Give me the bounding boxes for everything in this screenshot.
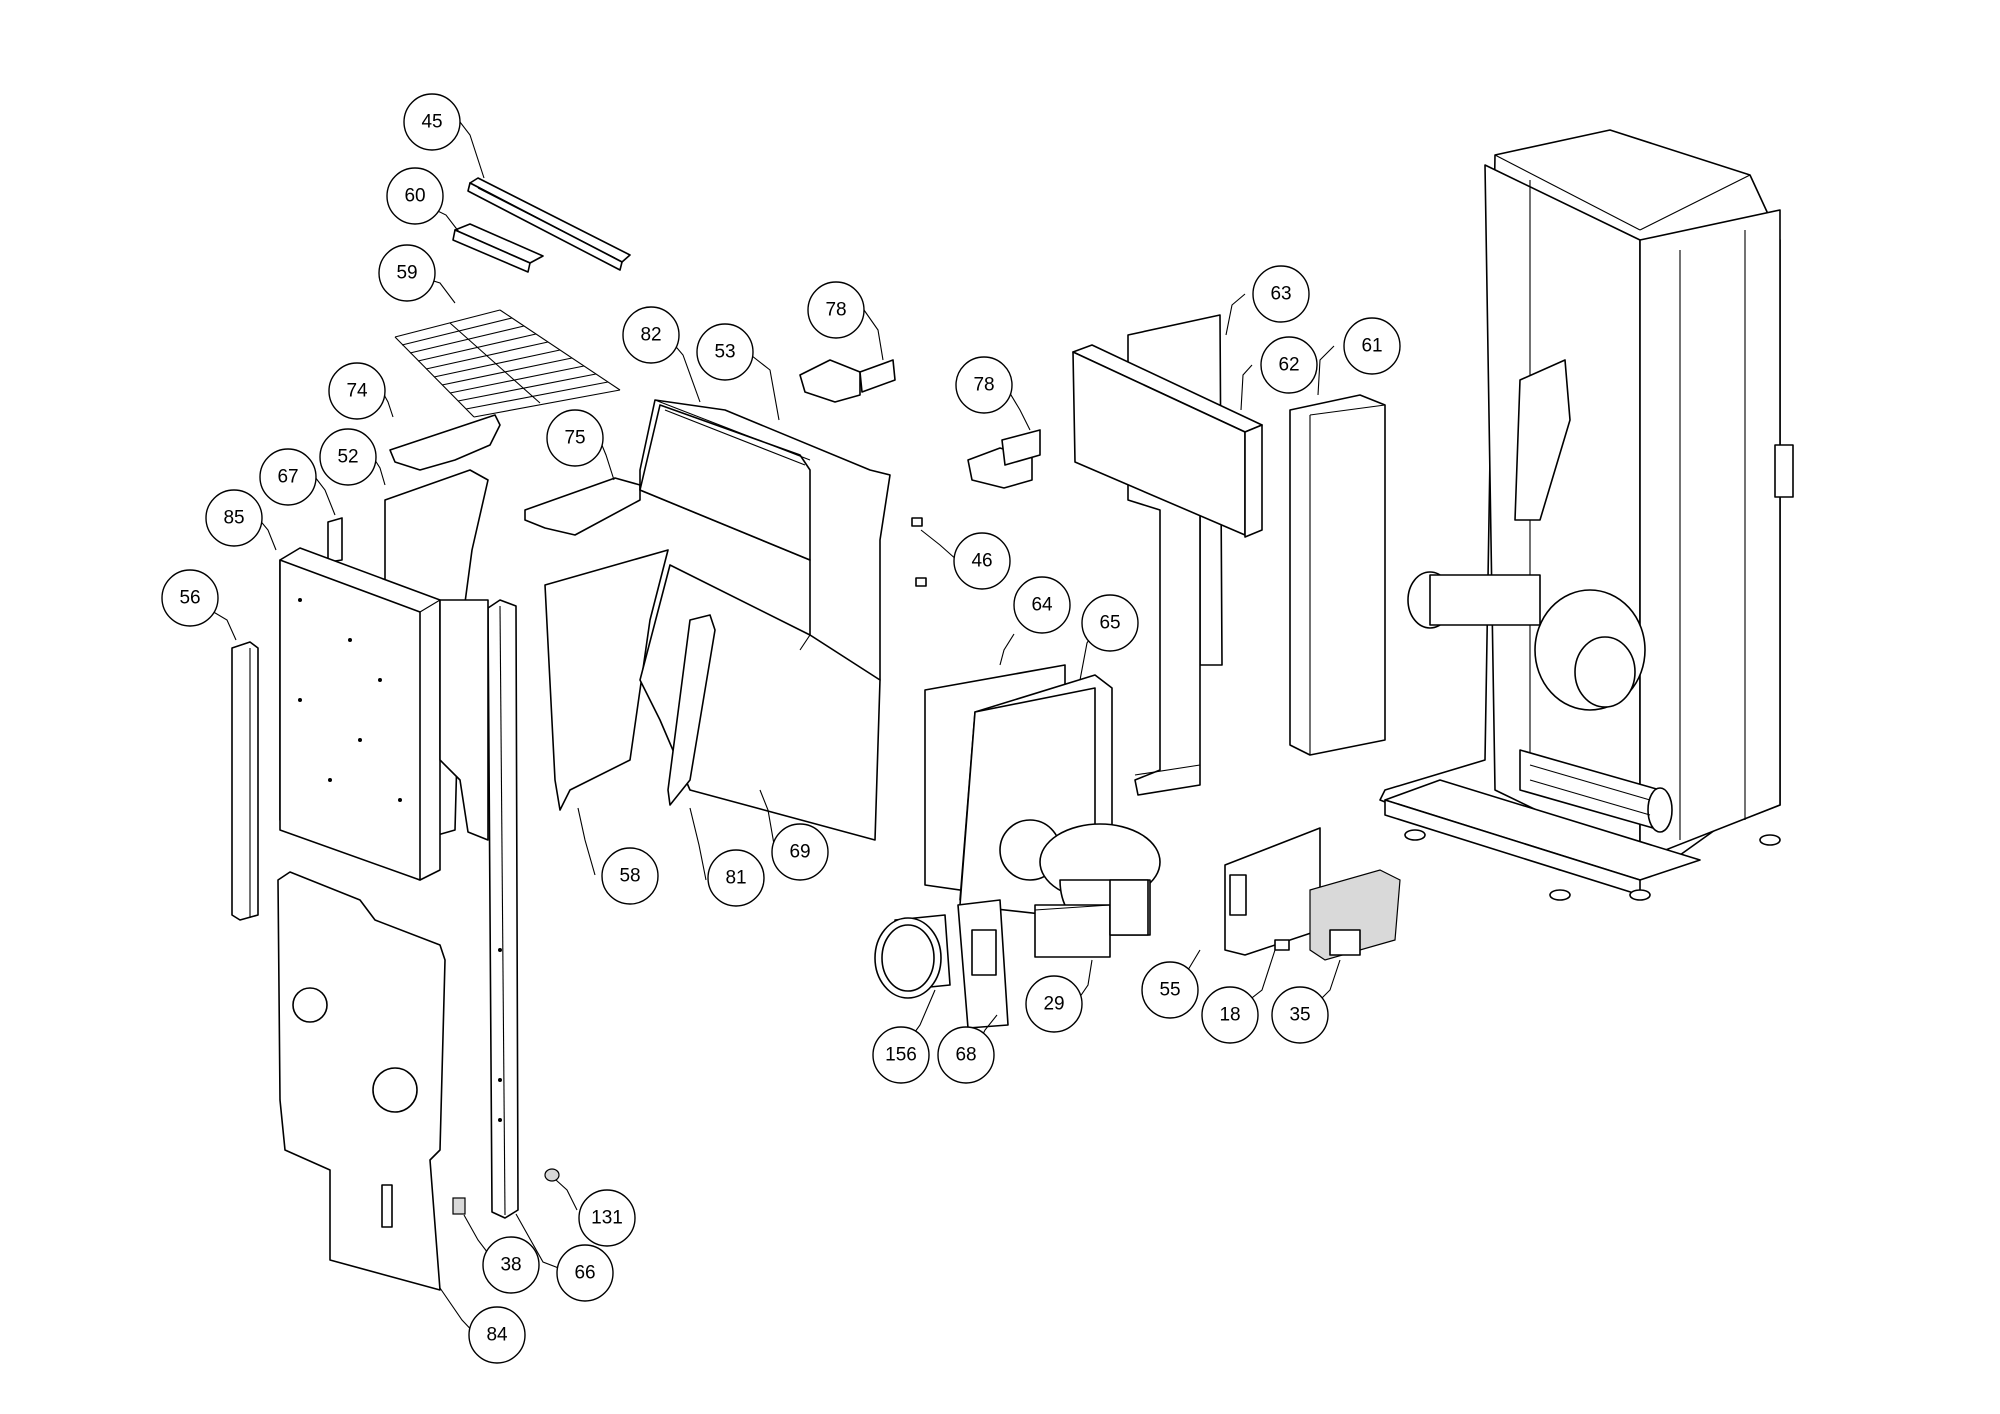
callout-75: 75 xyxy=(546,409,604,467)
callout-78-upper: 78 xyxy=(807,281,865,339)
callout-82: 82 xyxy=(622,306,680,364)
callout-53: 53 xyxy=(696,323,754,381)
callout-46: 46 xyxy=(953,532,1011,590)
callout-56: 56 xyxy=(161,569,219,627)
part-29-blower xyxy=(1034,823,1161,958)
callout-59: 59 xyxy=(378,244,436,302)
part-58-plate xyxy=(439,549,669,841)
callout-68-label: 68 xyxy=(955,1045,976,1066)
part-156-spigot xyxy=(874,914,951,999)
callout-56-label: 56 xyxy=(179,588,200,609)
part-46-pins xyxy=(911,517,927,587)
part-61-column xyxy=(1289,394,1386,756)
callout-67-label: 67 xyxy=(277,467,298,488)
callout-58: 58 xyxy=(601,847,659,905)
part-18-clip xyxy=(1274,939,1290,951)
part-66-post xyxy=(487,599,519,1219)
callout-62-label: 62 xyxy=(1278,355,1299,376)
callout-29: 29 xyxy=(1025,975,1083,1033)
callout-45: 45 xyxy=(403,93,461,151)
part-56-trim xyxy=(231,641,259,921)
callout-65: 65 xyxy=(1081,594,1139,652)
callout-53-label: 53 xyxy=(714,342,735,363)
part-74-deflector xyxy=(389,414,501,471)
part-55-control-plate xyxy=(1224,827,1321,956)
callout-66: 66 xyxy=(556,1244,614,1302)
callout-84: 84 xyxy=(468,1306,526,1364)
callout-63-label: 63 xyxy=(1270,284,1291,305)
callout-85-label: 85 xyxy=(223,508,244,529)
callout-63: 63 xyxy=(1252,265,1310,323)
callout-59-label: 59 xyxy=(396,263,417,284)
callout-69-label: 69 xyxy=(789,842,810,863)
part-81-strip xyxy=(667,614,716,806)
main-body-frame xyxy=(1379,129,1794,901)
callout-18: 18 xyxy=(1201,986,1259,1044)
part-84-lower-panel xyxy=(277,871,446,1291)
callout-78-lower: 78 xyxy=(955,356,1013,414)
callout-62: 62 xyxy=(1260,336,1318,394)
callout-131-label: 131 xyxy=(591,1208,623,1229)
callouts: 45 60 59 74 52 67 85 56 75 82 53 78 78 4… xyxy=(161,93,1401,1364)
callout-52-label: 52 xyxy=(337,447,358,468)
callout-55-label: 55 xyxy=(1159,980,1180,1001)
callout-131: 131 xyxy=(578,1189,636,1247)
callout-66-label: 66 xyxy=(574,1263,595,1284)
callout-69: 69 xyxy=(771,823,829,881)
callout-84-label: 84 xyxy=(486,1325,508,1346)
callout-52: 52 xyxy=(319,428,377,486)
part-53-hood xyxy=(639,399,891,681)
part-78-bracket-upper xyxy=(799,359,896,403)
part-78-bracket-lower xyxy=(967,429,1041,489)
callout-18-label: 18 xyxy=(1219,1005,1240,1026)
part-67-strip xyxy=(327,517,343,563)
callout-64-label: 64 xyxy=(1031,595,1053,616)
part-131-nut xyxy=(544,1168,560,1182)
callout-156-label: 156 xyxy=(885,1045,917,1066)
callout-60: 60 xyxy=(386,167,444,225)
part-62-box xyxy=(1072,344,1263,538)
part-60-bracket xyxy=(452,223,544,273)
part-38-fitting xyxy=(452,1197,466,1215)
callout-85: 85 xyxy=(205,489,263,547)
callout-58-label: 58 xyxy=(619,866,640,887)
part-75-deflector xyxy=(524,477,641,536)
callout-81-label: 81 xyxy=(725,868,746,889)
callout-74-label: 74 xyxy=(346,381,368,402)
callout-38: 38 xyxy=(482,1236,540,1294)
callout-61: 61 xyxy=(1343,317,1401,375)
callout-45-label: 45 xyxy=(421,112,442,133)
callout-35-label: 35 xyxy=(1289,1005,1310,1026)
part-59-grate xyxy=(394,309,621,418)
callout-78-lower-label: 78 xyxy=(973,375,994,396)
callout-46-label: 46 xyxy=(971,551,992,572)
part-45-top-rail xyxy=(467,177,631,271)
callout-82-label: 82 xyxy=(640,325,661,346)
part-35-circuit-board xyxy=(1309,869,1401,961)
callout-75-label: 75 xyxy=(564,428,585,449)
callout-38-label: 38 xyxy=(500,1255,521,1276)
callout-74: 74 xyxy=(328,362,386,420)
callout-68: 68 xyxy=(937,1026,995,1084)
callout-61-label: 61 xyxy=(1361,336,1382,357)
callout-55: 55 xyxy=(1141,961,1199,1019)
callout-35: 35 xyxy=(1271,986,1329,1044)
callout-64: 64 xyxy=(1013,576,1071,634)
callout-78-upper-label: 78 xyxy=(825,300,846,321)
callout-156: 156 xyxy=(872,1026,930,1084)
callout-29-label: 29 xyxy=(1043,994,1064,1015)
callout-60-label: 60 xyxy=(404,186,425,207)
callout-67: 67 xyxy=(259,448,317,506)
part-85-front-panel xyxy=(279,547,441,881)
callout-81: 81 xyxy=(707,849,765,907)
part-68-gasket xyxy=(957,899,1009,1029)
callout-65-label: 65 xyxy=(1099,613,1120,634)
